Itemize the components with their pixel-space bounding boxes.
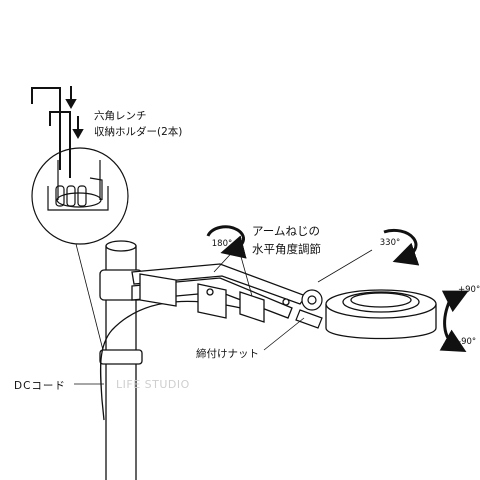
clamp-pole <box>99 240 143 480</box>
arm-screw-label-line1: アームねじの <box>252 224 320 238</box>
rotation-label-330: 330° <box>380 238 400 248</box>
arm-screw-label: アームねじの 水平角度調節 <box>252 222 321 258</box>
tilt-arrow-icon: +90° -90° <box>439 285 480 352</box>
rotation-label-180: 180° <box>212 239 232 249</box>
arm-screw-label-line2: 水平角度調節 <box>252 242 321 256</box>
wrench-holder-label-line1: 六角レンチ <box>94 110 147 122</box>
magnifier-head <box>325 289 437 340</box>
lamp-arm <box>131 263 308 323</box>
hex-wrench-pair <box>31 87 71 178</box>
head-joint <box>295 289 323 329</box>
rotation-arrow-icon: 180° <box>206 225 247 259</box>
tilt-up-label: +90° <box>458 285 480 295</box>
detail-pointer-line <box>75 243 105 355</box>
wrench-holder-label: 六角レンチ 収納ホルダー(2本) <box>94 108 182 140</box>
insert-arrow-icon <box>65 86 84 140</box>
watermark: LIFE STUDIO <box>116 378 190 391</box>
wrench-holder-label-line2: 収納ホルダー(2本) <box>94 126 183 138</box>
tilt-down-label: -90° <box>458 337 476 347</box>
wrench-holder-detail <box>31 147 129 245</box>
rotation-arrow-icon: 330° <box>380 228 420 266</box>
lock-nut-label: 締付けナット <box>196 348 259 360</box>
dc-cord-label: DCコード <box>14 380 66 392</box>
